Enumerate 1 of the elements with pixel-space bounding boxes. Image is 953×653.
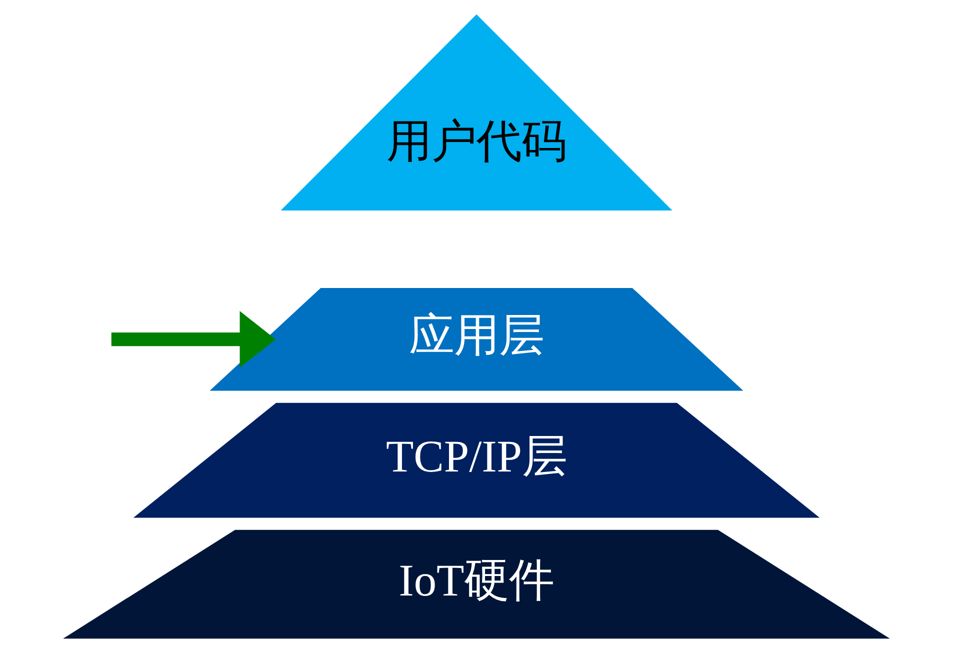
arrow <box>111 311 276 368</box>
